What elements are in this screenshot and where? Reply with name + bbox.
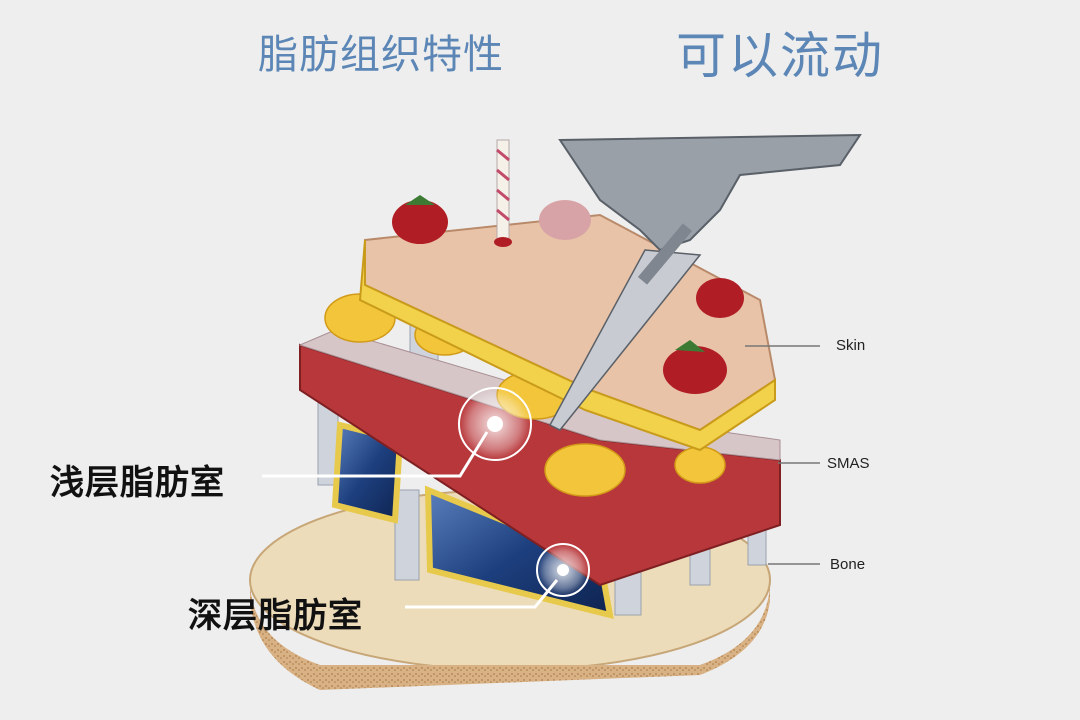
superficial-fat-leader-line	[262, 431, 489, 478]
superficial-fat-compartment-label: 浅层脂肪室	[50, 463, 225, 503]
candle	[494, 139, 512, 247]
title-fat-tissue-properties: 脂肪组织特性	[258, 32, 504, 78]
deep-fat-compartment-label: 深层脂肪室	[188, 596, 363, 636]
deep-fat-marker	[557, 564, 569, 576]
bone-label: Bone	[830, 556, 866, 573]
strawberry-decorations	[392, 195, 744, 394]
deep-fat-leader-line	[405, 579, 559, 609]
superficial-fat-marker	[487, 416, 503, 432]
gloved-hand-with-scalpel	[548, 133, 862, 431]
title-can-flow: 可以流动	[676, 27, 884, 85]
skin-label: Skin	[836, 337, 866, 354]
smas-label: SMAS	[827, 455, 870, 472]
